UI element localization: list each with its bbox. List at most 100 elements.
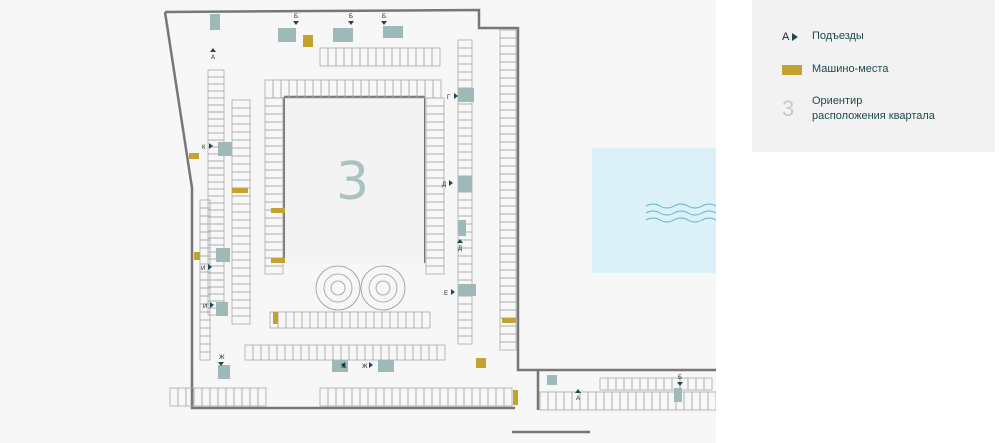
- parking-stall: [595, 391, 605, 411]
- parking-stall: [343, 387, 353, 407]
- parking-stall: [457, 263, 473, 273]
- parking-stall: [457, 207, 473, 217]
- parking-stall: [231, 283, 251, 293]
- stairwell: [383, 26, 403, 38]
- entrance-label: Ж: [219, 355, 225, 361]
- entrance-label: Г: [447, 95, 451, 101]
- parking-stall: [199, 335, 211, 345]
- parking-stall: [457, 143, 473, 153]
- entrance-arrow-icon: [369, 362, 373, 368]
- parking-stall: [207, 104, 225, 113]
- parking-stall: [400, 79, 410, 99]
- parking-stall: [631, 377, 641, 391]
- entrance-arrow-icon: [575, 389, 581, 393]
- parking-stall: [623, 377, 633, 391]
- outer-walls: [163, 8, 716, 434]
- parking-stall: [373, 311, 383, 329]
- parking-stall: [455, 387, 465, 407]
- parking-stall: [412, 344, 422, 361]
- parking-stall: [341, 311, 351, 329]
- parking-stall: [264, 97, 284, 107]
- parking-stall: [499, 197, 517, 207]
- parking-stall: [207, 69, 225, 78]
- parking-stall: [231, 211, 251, 221]
- parking-stall: [457, 79, 473, 89]
- parking-stall: [691, 391, 701, 411]
- parking-stall: [231, 115, 251, 125]
- parking-spot: [513, 390, 518, 405]
- parking-stall: [457, 327, 473, 337]
- parking-stall: [257, 387, 267, 407]
- parking-stall: [207, 83, 225, 92]
- parking-stall: [365, 311, 375, 329]
- parking-stall: [499, 213, 517, 223]
- parking-stall: [499, 333, 517, 343]
- parking-stall: [249, 387, 259, 407]
- parking-stall: [284, 344, 294, 361]
- parking-stall: [231, 99, 251, 109]
- parking-stall: [499, 237, 517, 247]
- parking-stall: [264, 169, 284, 179]
- stairwell: [458, 88, 474, 102]
- parking-spot: [303, 35, 313, 47]
- parking-stall: [499, 341, 517, 351]
- parking-stall: [233, 387, 243, 407]
- parking-stall: [457, 63, 473, 73]
- parking-stall: [425, 265, 445, 275]
- parking-stall: [199, 207, 211, 217]
- parking-stall: [264, 217, 284, 227]
- parking-stall: [325, 311, 335, 329]
- parking-stall: [383, 387, 393, 407]
- parking-stall: [199, 319, 211, 329]
- parking-stall: [457, 71, 473, 81]
- parking-stall: [415, 47, 425, 67]
- entrance-letter-sample: А: [782, 30, 790, 43]
- parking-stall: [499, 285, 517, 295]
- parking-stall: [463, 387, 473, 407]
- entrance-arrow-icon: [293, 21, 299, 25]
- parking-stall: [425, 153, 445, 163]
- parking-stall: [457, 271, 473, 281]
- legend-parking: Машино-места: [782, 62, 888, 77]
- parking-stall: [264, 193, 284, 203]
- parking-stall: [499, 45, 517, 55]
- parking-stall: [231, 227, 251, 237]
- entrance-label: И: [203, 304, 207, 310]
- parking-stall: [207, 111, 225, 120]
- parking-stall: [425, 201, 445, 211]
- parking-stall: [425, 241, 445, 251]
- parking-stall: [431, 47, 441, 67]
- parking-stall: [209, 387, 219, 407]
- parking-stall: [495, 387, 505, 407]
- parking-stall: [264, 265, 284, 275]
- parking-stall: [635, 391, 645, 411]
- entrance-arrow-icon: [457, 239, 463, 243]
- parking-stall: [280, 79, 290, 99]
- parking-stall: [563, 391, 573, 411]
- parking-stall: [368, 79, 378, 99]
- parking-stall: [405, 311, 415, 329]
- parking-stall: [207, 76, 225, 85]
- stairwell: [458, 284, 476, 296]
- parking-stall: [199, 311, 211, 321]
- parking-stall: [309, 311, 319, 329]
- entrance-label: К: [202, 145, 206, 151]
- parking-stall: [457, 335, 473, 345]
- parking-stall: [231, 219, 251, 229]
- parking-stall: [499, 165, 517, 175]
- parking-stall: [231, 291, 251, 301]
- parking-stall: [388, 344, 398, 361]
- parking-stall: [231, 155, 251, 165]
- parking-stall: [356, 344, 366, 361]
- stairwell: [458, 220, 466, 236]
- parking-stall: [231, 107, 251, 117]
- parking-stall: [707, 391, 716, 411]
- parking-stall: [683, 391, 693, 411]
- entrance-arrow-icon: [218, 362, 224, 366]
- parking-spot: [232, 188, 248, 193]
- parking-stall: [499, 245, 517, 255]
- parking-stall: [619, 391, 629, 411]
- parking-spot: [273, 312, 278, 324]
